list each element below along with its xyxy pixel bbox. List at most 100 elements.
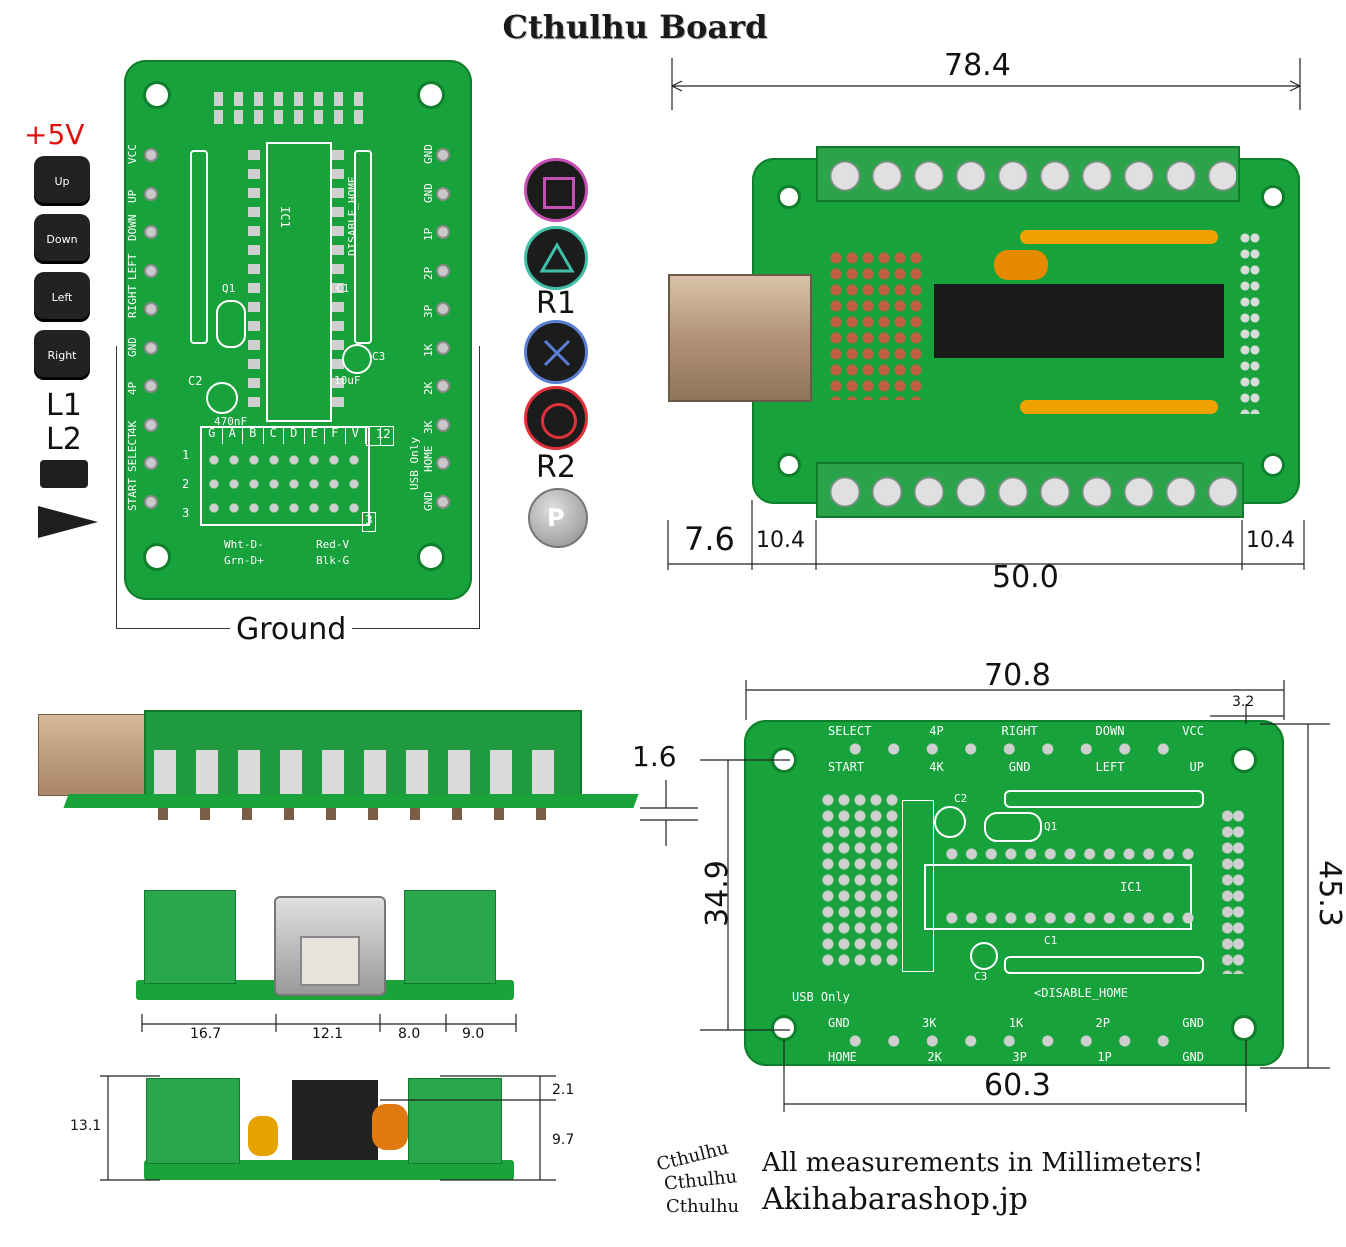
side-photo-1 <box>38 706 678 830</box>
left-pin-pad <box>144 417 158 432</box>
dim-hole-spacing-h: 60.3 <box>984 1068 1051 1103</box>
pcb-photo-top <box>752 158 1300 504</box>
usb-wire-3: Red-V <box>316 538 350 551</box>
power-label: +5V <box>24 118 85 151</box>
bottom-ic-label: IC1 <box>1120 880 1142 894</box>
triangle-button <box>524 226 588 290</box>
q1-label: Q1 <box>222 282 236 295</box>
right-pin-pad <box>436 186 450 201</box>
right-pin-label: 1P <box>422 227 435 241</box>
left-pin-label: VCC <box>126 144 139 164</box>
bottom-pin-label: GND <box>1182 1016 1204 1030</box>
dimension-lines-bottom <box>700 680 1330 1112</box>
r1-label: R1 <box>536 286 576 321</box>
right-pin-pad <box>436 148 450 162</box>
right-pin-pad <box>436 456 450 470</box>
bottom-pin-label: 3K <box>922 1016 937 1030</box>
bottom-pin-label: GND <box>828 1016 850 1030</box>
bottom-pin-label: DOWN <box>1095 724 1125 738</box>
l1-label: L1 <box>46 388 82 423</box>
c3-value: 10uF <box>334 374 361 387</box>
left-pin-pad <box>144 379 158 393</box>
dim-front-a: 16.7 <box>190 1026 222 1042</box>
dim-front-d: 9.0 <box>462 1026 485 1042</box>
square-icon <box>543 177 575 209</box>
dim-height: 45.3 <box>1311 860 1346 927</box>
ground-label: Ground <box>230 612 353 647</box>
right-pin-label: GND <box>422 144 435 164</box>
dpad-right-button: Right <box>34 330 90 380</box>
circle-button <box>524 386 588 450</box>
c1-label: C1 <box>336 282 350 295</box>
grid-row-label: 3 <box>182 506 190 520</box>
bottom-pin-label: RIGHT <box>1001 724 1038 738</box>
left-pin-pad <box>144 263 158 278</box>
grid-col-label: C <box>264 426 284 444</box>
bottom-pin-label: 2P <box>1095 1016 1110 1030</box>
usb-wire-2: Grn-D+ <box>224 554 264 567</box>
grid-col-label: D <box>284 426 305 444</box>
grid-col-label: V <box>346 426 366 444</box>
left-pin-label: DOWN <box>126 214 139 242</box>
r2-label: R2 <box>536 450 576 485</box>
left-pin-pad <box>144 302 158 316</box>
dim-middle: 50.0 <box>992 560 1059 595</box>
grid-row-label: 2 <box>182 477 190 491</box>
c2-value: 470nF <box>214 415 248 428</box>
grid-col-label: E <box>305 426 325 444</box>
usb-wire-1: Wht-D- <box>224 538 264 551</box>
dpad-down-button: Down <box>34 214 90 264</box>
cthulhu-line-3: Cthulhu <box>666 1196 740 1217</box>
bottom-pin-label: 4P <box>929 724 944 738</box>
dimension-lines-back <box>100 1075 556 1181</box>
grid-col-label: F <box>325 426 346 444</box>
usb-wire-4: Blk-G <box>316 554 350 567</box>
right-pin-pad <box>436 263 450 278</box>
bottom-pin-label: 3P <box>1012 1050 1027 1064</box>
c3-label: C3 <box>372 350 386 363</box>
l2-label: L2 <box>46 422 82 457</box>
bottom-usb-only: USB Only <box>792 990 850 1004</box>
bottom-pin-label: 4K <box>929 760 944 774</box>
bottom-pin-label: 1K <box>1008 1016 1024 1030</box>
dim-hole-spacing-v: 34.9 <box>699 860 735 927</box>
bottom-pin-label: SELECT <box>828 724 872 738</box>
c2-label: C2 <box>188 374 203 388</box>
right-pin-label: 3P <box>422 304 435 318</box>
triangle-icon <box>539 241 575 273</box>
left-pin-label: UP <box>126 189 139 203</box>
select-button <box>40 460 88 488</box>
grid-row-label: 1 <box>182 448 190 462</box>
terminal-block-top <box>816 146 1240 202</box>
box-label-3: 3 <box>362 512 376 532</box>
dpad-up-button: Up <box>34 156 90 206</box>
start-button <box>38 506 98 538</box>
right-pin-pad <box>436 379 450 393</box>
playstation-icon: P <box>547 504 565 532</box>
grid-col-label: B <box>243 426 264 444</box>
left-pin-label: RIGHT <box>126 284 139 318</box>
bottom-pin-label: GND <box>1182 1050 1204 1064</box>
bottom-pin-label: VCC <box>1182 724 1204 738</box>
dimension-lines-top <box>667 58 1305 570</box>
box-label-2: 2 <box>380 426 394 446</box>
left-pin-pad <box>144 494 158 509</box>
left-pin-pad <box>144 456 158 470</box>
cross-icon <box>543 339 571 367</box>
front-photo <box>136 884 516 1008</box>
dim-hole-offset: 3.2 <box>1232 694 1255 710</box>
bottom-c1-label: C1 <box>1044 934 1058 947</box>
bottom-pin-label: HOME <box>828 1050 857 1064</box>
grid-col-label: G <box>202 426 223 444</box>
square-button <box>524 158 588 222</box>
bottom-c2-label: C2 <box>954 792 968 805</box>
dim-front-b: 12.1 <box>312 1026 344 1042</box>
dim-height-mid: 9.7 <box>552 1132 575 1148</box>
measurements-note: All measurements in Millimeters! <box>762 1148 1204 1178</box>
bottom-q1-label: Q1 <box>1044 820 1058 833</box>
right-pin-pad <box>436 417 450 432</box>
pcb-top-view: IC1 Q1 C1 C2 470nF C3 10uF DISABLE_HOME … <box>124 60 472 600</box>
bottom-pin-label: LEFT <box>1095 760 1125 774</box>
left-pin-pad <box>144 186 158 201</box>
